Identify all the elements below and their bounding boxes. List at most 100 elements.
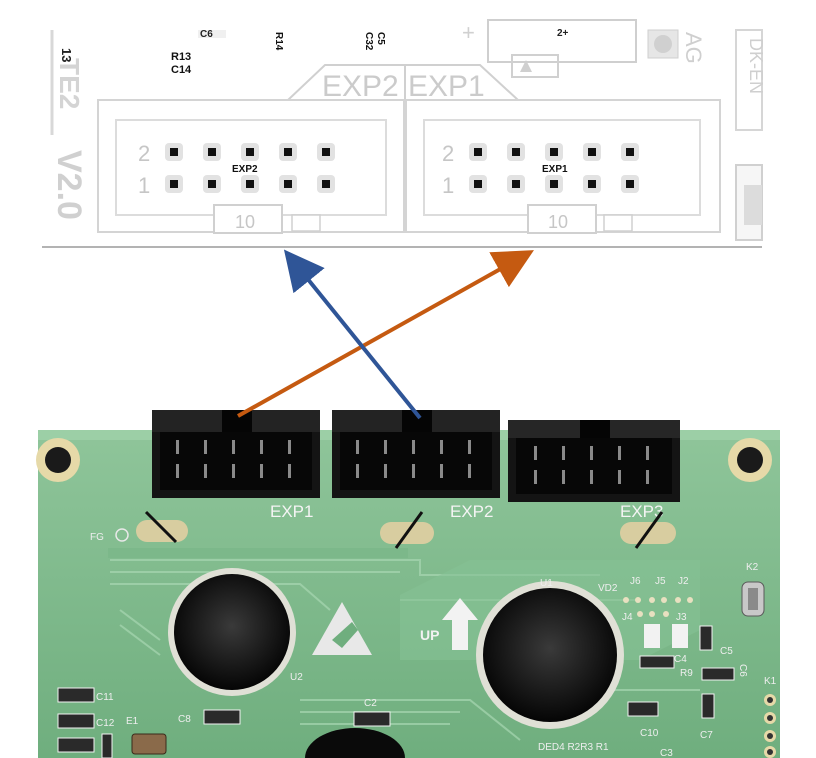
lcd-board: EXP1 EXP2 EXP3 FG [36, 410, 780, 758]
exp2-pin10-label: 10 [235, 212, 255, 232]
header-pin [356, 464, 359, 478]
k2-label: K2 [746, 562, 759, 573]
pin-hole [550, 148, 558, 156]
j3-label: J3 [676, 612, 687, 623]
header-pin [618, 446, 621, 460]
exp1-row2-label: 2 [442, 141, 454, 166]
component-c14: C14 [171, 64, 192, 76]
blob-u1 [476, 581, 624, 729]
svg-text:2+: 2+ [557, 28, 569, 39]
header-pin [204, 440, 207, 454]
arrow-exp1-to-exp1 [237, 250, 534, 418]
up-label: UP [420, 627, 439, 643]
exp2-board-label: EXP2 [322, 70, 399, 103]
c3-label: C3 [660, 748, 673, 758]
u1-label: U1 [540, 578, 553, 589]
c11-label: C11 [96, 692, 114, 703]
pin-hole [626, 148, 634, 156]
header-pin [384, 440, 387, 454]
pin-hole [208, 180, 216, 188]
side-te2-label: TE2 [54, 58, 85, 109]
header-pin [176, 464, 179, 478]
pin-hole [550, 180, 558, 188]
header-pin [176, 440, 179, 454]
pin-hole [284, 180, 292, 188]
exp2-row1-label: 1 [138, 173, 150, 198]
j6-label: J6 [630, 576, 641, 587]
pin-hole [512, 180, 520, 188]
c5-label: C5 [720, 646, 733, 657]
r9-label: R9 [680, 668, 693, 679]
e1-label: E1 [126, 716, 139, 727]
c2-label: C2 [364, 698, 377, 709]
header-pin [412, 440, 415, 454]
u2-label: U2 [290, 672, 303, 683]
lcd-exp2-header [332, 410, 500, 498]
esd-warning-icon [312, 602, 372, 655]
header-pin [260, 464, 263, 478]
header-pin [288, 440, 291, 454]
component-c32: C32 [363, 32, 374, 51]
header-pin [384, 464, 387, 478]
header-pin [562, 470, 565, 484]
pin-hole [322, 148, 330, 156]
header-pin [646, 446, 649, 460]
pin-hole [284, 148, 292, 156]
header-pin [590, 446, 593, 460]
j4-label: J4 [622, 612, 633, 623]
pin-hole [588, 180, 596, 188]
lcd-exp1-header [152, 410, 320, 498]
j2-label: J2 [678, 576, 689, 587]
header-pin [260, 440, 263, 454]
header-pin [468, 440, 471, 454]
component-r13: R13 [171, 51, 191, 63]
header-pin [468, 464, 471, 478]
header-pin [288, 464, 291, 478]
header-pin [618, 470, 621, 484]
k1-label: K1 [764, 676, 777, 687]
side-num-label: 13 [59, 48, 74, 62]
up-arrow-icon [442, 598, 478, 650]
header-pin [440, 440, 443, 454]
header-pin [590, 470, 593, 484]
c10-label: C10 [640, 728, 659, 739]
lcd-exp1-label: EXP1 [270, 502, 313, 521]
pin-hole [322, 180, 330, 188]
header-pin [412, 464, 415, 478]
pin-hole [208, 148, 216, 156]
fg-label: FG [90, 532, 104, 543]
component-r14: R14 [273, 32, 284, 51]
exp1-board-label: EXP1 [408, 70, 485, 103]
pin-hole [626, 180, 634, 188]
header-pin [534, 470, 537, 484]
version-label: V2.0 [50, 150, 88, 220]
header-pin [440, 464, 443, 478]
header-pin [232, 440, 235, 454]
exp2-row2-label: 2 [138, 141, 150, 166]
exp2-board-connector: 10 2 1 EXP2 [97, 99, 405, 234]
c4-label: C4 [674, 654, 687, 665]
lcd-exp3-label: EXP3 [620, 502, 663, 521]
j5-label: J5 [655, 576, 666, 587]
exp1-pin10-label: 10 [548, 212, 568, 232]
pin-hole [170, 148, 178, 156]
c7-label: C7 [700, 730, 713, 741]
header-pin [356, 440, 359, 454]
exp1-row1-label: 1 [442, 173, 454, 198]
lcd-exp2-label: EXP2 [450, 502, 493, 521]
right-edge-label: DK-EN [746, 38, 766, 94]
component-c5-top: C5 [375, 32, 386, 45]
header-pin [562, 446, 565, 460]
c6-label: C6 [737, 664, 748, 677]
bottom-refdes: DED4 R2R3 R1 [538, 742, 609, 753]
svg-text:+: + [462, 20, 475, 45]
jumper-right [620, 511, 676, 549]
pin-hole [246, 180, 254, 188]
component-c6-top: C6 [200, 29, 213, 40]
pin-hole [512, 148, 520, 156]
c8-label: C8 [178, 714, 191, 725]
arrow-exp2-to-exp2 [283, 249, 422, 420]
exp1-board-connector: 10 2 1 EXP1 [405, 99, 721, 234]
c12-label: C12 [96, 718, 115, 729]
